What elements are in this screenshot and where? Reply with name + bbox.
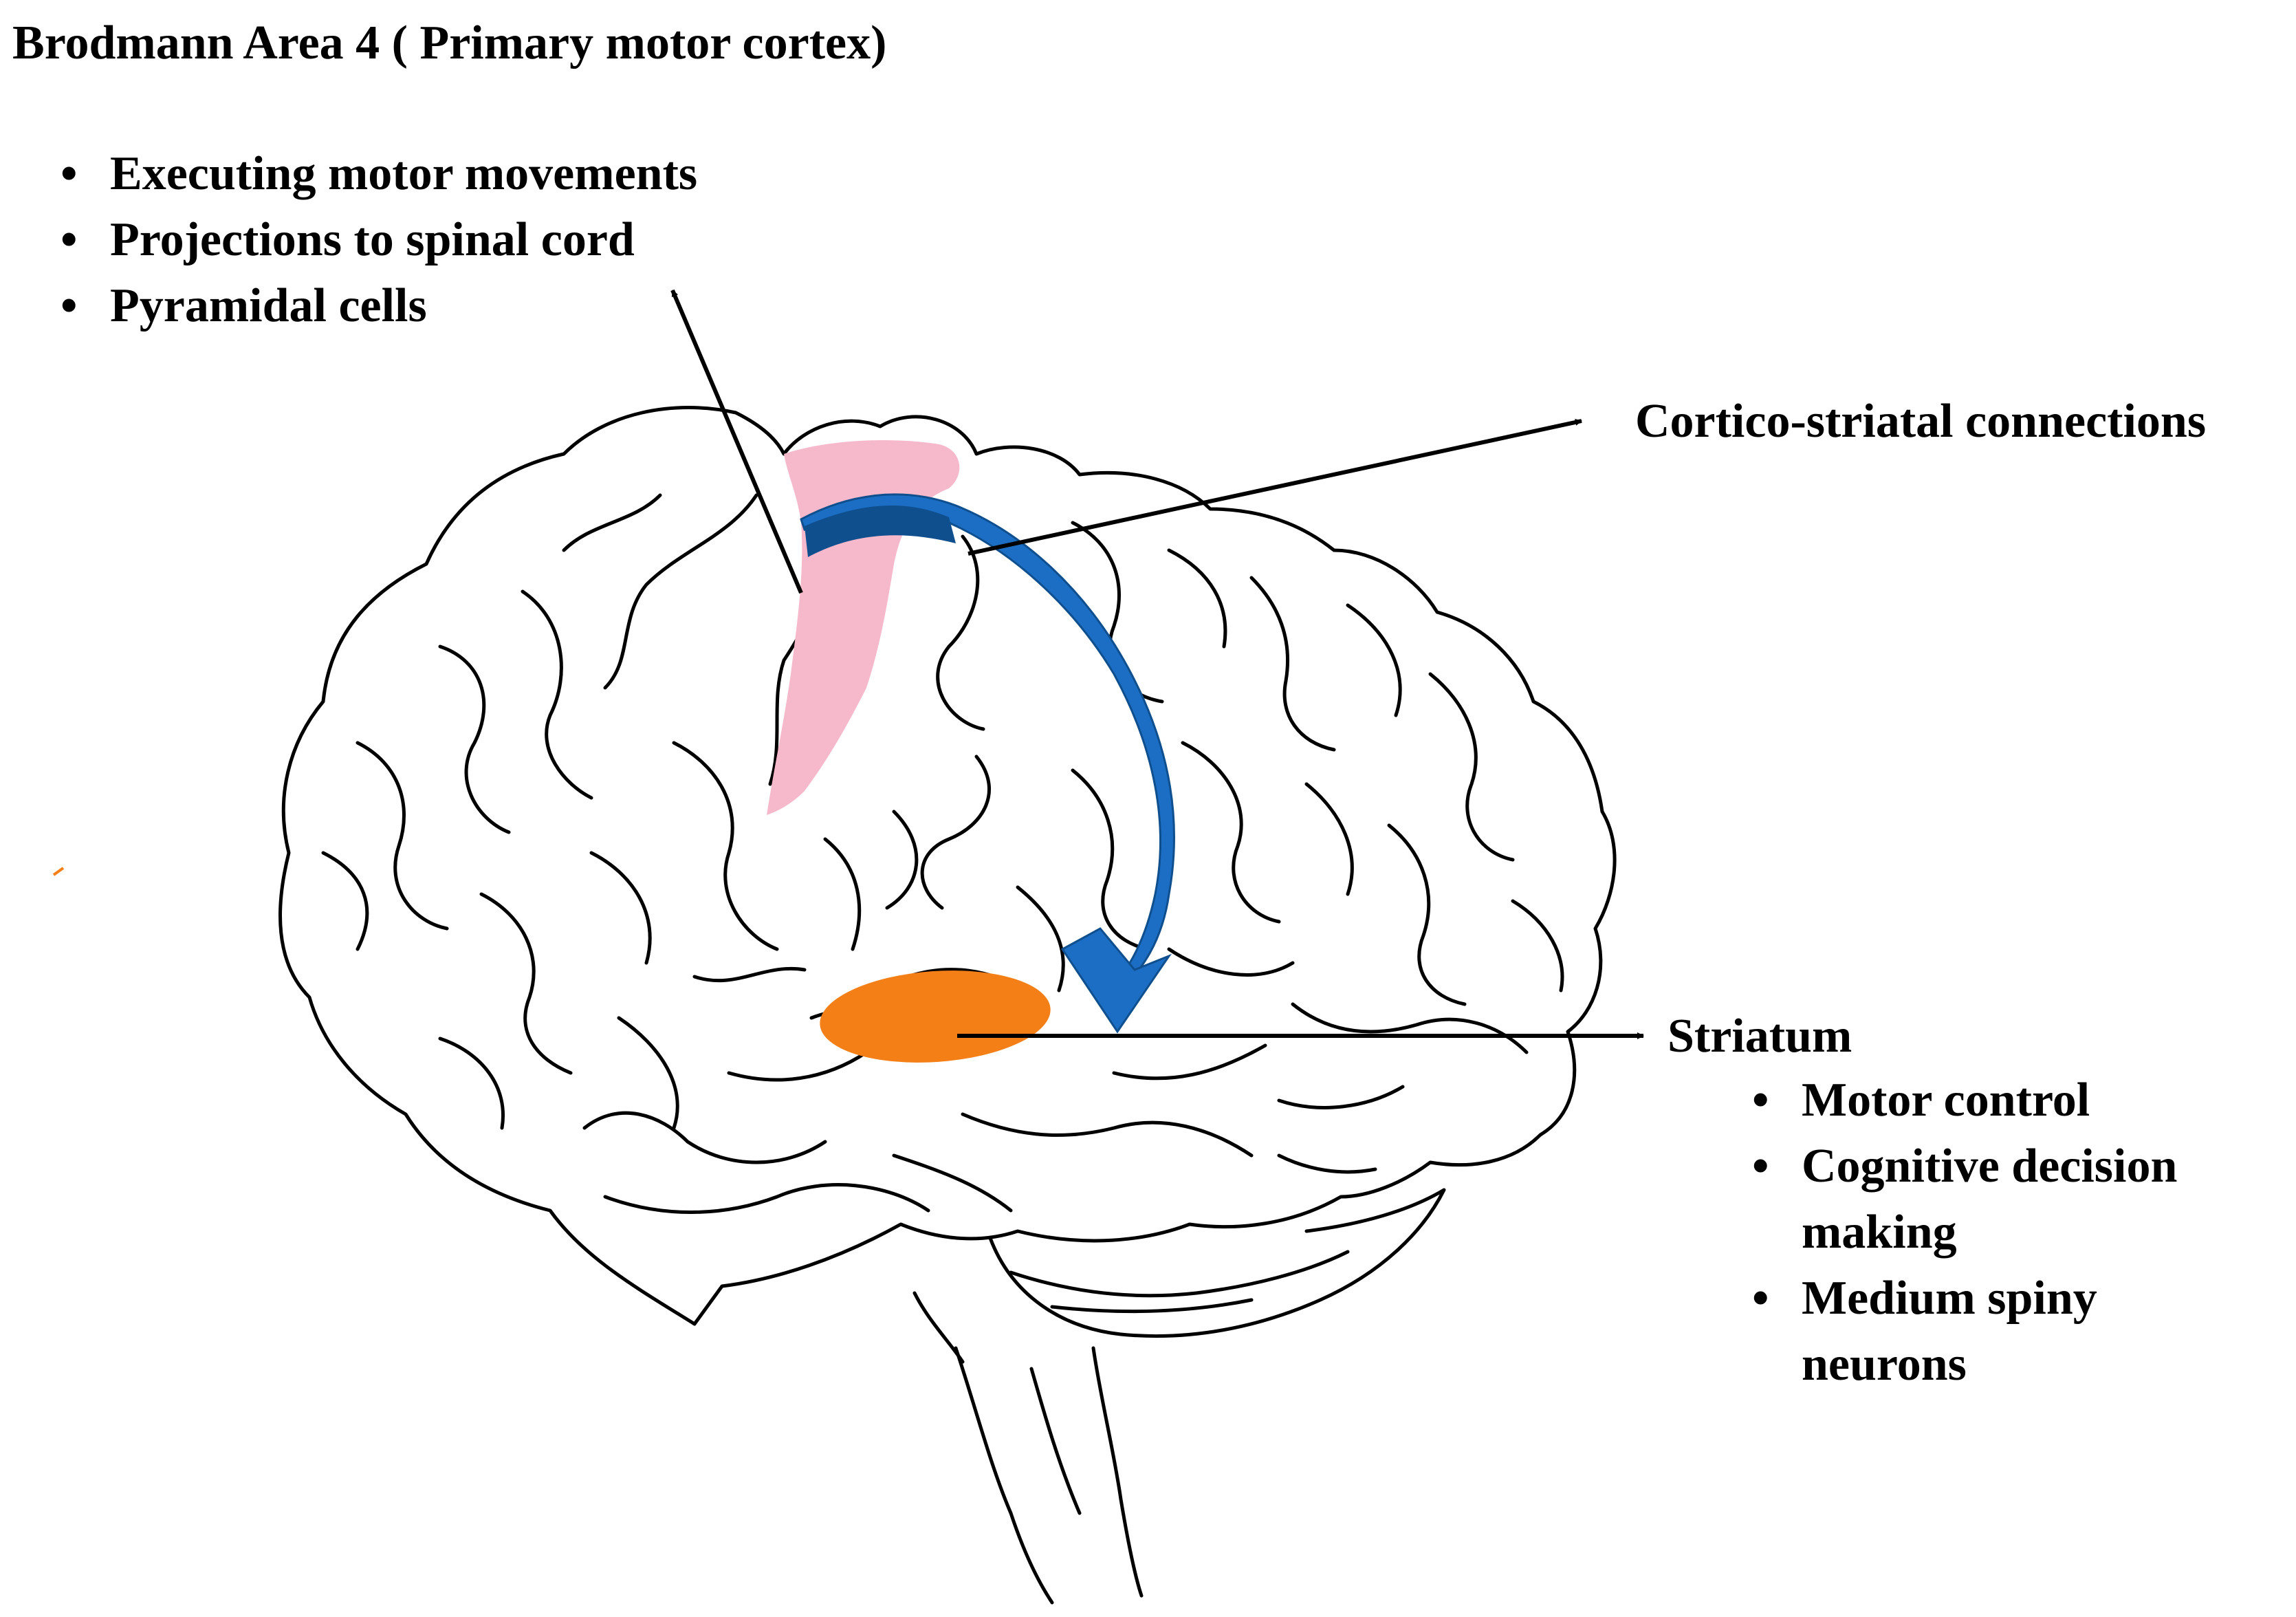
list-item: •Executing motor movements (61, 147, 698, 200)
arrow-right-icon (967, 419, 1582, 556)
page-title: Brodmann Area 4 ( Primary motor cortex) (12, 17, 887, 69)
pointer-arrows (670, 289, 1644, 1039)
cortico-striatal-arrow (800, 493, 1175, 1034)
striatum-region (820, 970, 1051, 1063)
arrow-right-icon (670, 289, 803, 594)
connections-label: Cortico-striatal connections (1635, 395, 2207, 448)
list-item: •Projections to spinal cord (61, 213, 635, 266)
striatum-label: Striatum (1668, 1010, 1852, 1063)
list-item: •Motor control (1752, 1074, 2090, 1127)
stray-mark (52, 867, 65, 876)
motor-cortex-list: •Executing motor movements •Projections … (55, 141, 697, 339)
brain-outline-icon (278, 406, 1617, 1605)
list-item: •Pyramidal cells (61, 279, 427, 332)
